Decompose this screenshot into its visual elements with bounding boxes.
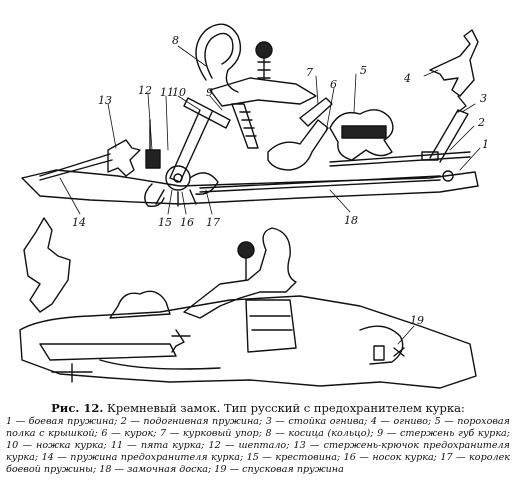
label-18: 18 <box>344 214 358 227</box>
label-8: 8 <box>172 34 179 47</box>
label-17: 17 <box>206 216 220 229</box>
label-14: 14 <box>72 216 86 229</box>
sear-outer <box>245 299 297 353</box>
top-mechanism-view <box>21 23 479 208</box>
label-4: 4 <box>403 72 411 85</box>
jaw-rod <box>231 103 259 149</box>
lock-plate-outer <box>19 295 477 389</box>
safety-hook <box>107 139 141 177</box>
label-1: 1 <box>482 138 489 151</box>
label-12: 12 <box>138 84 152 97</box>
label-15: 15 <box>158 216 172 229</box>
frizzen-spring <box>329 151 471 163</box>
caption-fig-label: Рис. 12. <box>51 401 104 415</box>
caption-legend: 1 — боевая пружина; 2 — подогнивная пруж… <box>6 416 510 475</box>
cock-heel <box>144 183 165 208</box>
label-3: 3 <box>480 92 487 105</box>
lock-plate <box>21 169 479 205</box>
cock-ring <box>195 23 242 93</box>
flash-pan <box>329 109 394 161</box>
label-10: 10 <box>172 86 186 99</box>
label-6: 6 <box>330 78 337 91</box>
label-13: 13 <box>98 94 112 107</box>
flintlock-diagram: 8 4 3 5 7 6 9 10 11 12 13 2 1 14 15 16 1… <box>19 23 489 389</box>
cock-stop <box>299 97 333 127</box>
label-9: 9 <box>206 86 213 99</box>
pan-outer <box>109 290 171 319</box>
label-7: 7 <box>306 66 313 79</box>
label-16: 16 <box>180 216 194 229</box>
cock-screw-outer <box>237 241 255 259</box>
cock-outer <box>183 227 297 319</box>
label-19: 19 <box>410 314 424 327</box>
cock-upper-body <box>209 77 317 107</box>
caption-title: Рис. 12. Кремневый замок. Тип русский с … <box>6 402 510 414</box>
cock-leg <box>169 109 213 183</box>
figure-caption: Рис. 12. Кремневый замок. Тип русский с … <box>6 402 510 476</box>
label-11: 11 <box>160 86 174 99</box>
frizzen-outer <box>23 217 71 313</box>
frizzen-stand <box>429 109 469 163</box>
bottom-external-view <box>19 217 477 389</box>
frizzen <box>429 29 479 97</box>
safety-spring <box>39 153 113 181</box>
jaw-screw-head <box>255 41 273 59</box>
mainspring-end-knob <box>442 170 454 182</box>
mainspring-tip <box>199 175 441 189</box>
label-5: 5 <box>360 64 367 77</box>
caption-title-text: Кремневый замок. Тип русский с предохран… <box>107 401 465 415</box>
label-2: 2 <box>477 116 485 129</box>
sear <box>145 149 161 169</box>
cock <box>267 119 329 171</box>
trigger-spring <box>359 325 404 365</box>
